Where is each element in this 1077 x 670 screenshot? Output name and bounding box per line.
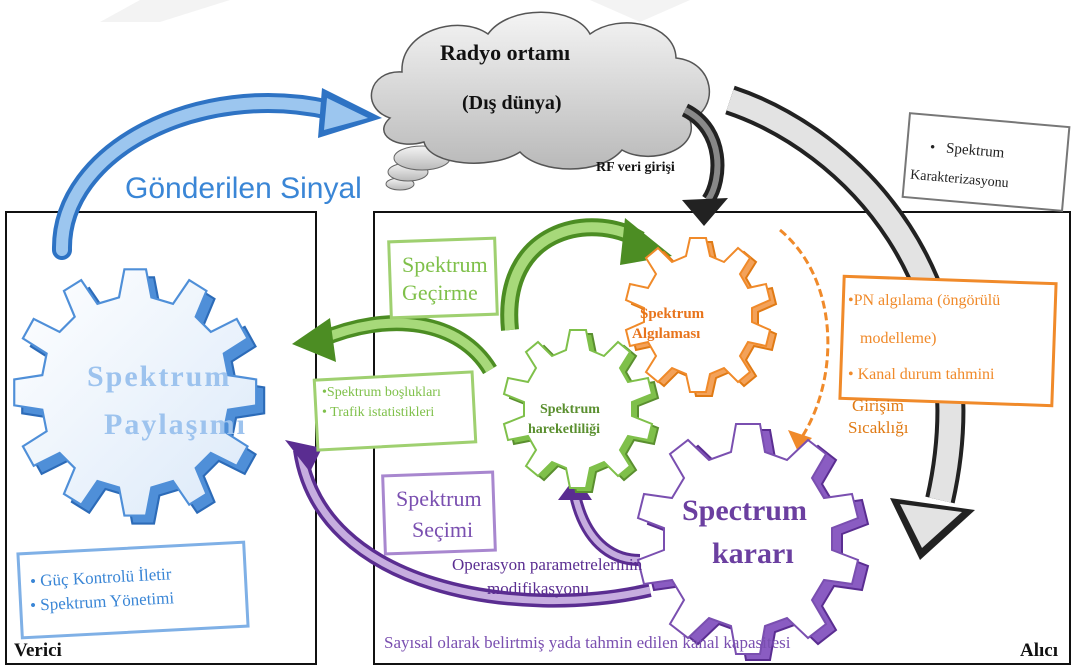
mobility-gear-line2: hareketliliği bbox=[528, 422, 601, 437]
holes-box-line1: •Spektrum boşlukları bbox=[322, 385, 441, 400]
interference-line2: Sıcaklığı bbox=[848, 418, 909, 437]
transmitted-signal-label: Gönderilen Sinyal bbox=[125, 172, 362, 205]
watermark-shapes bbox=[100, 0, 690, 22]
sensing-to-decision-arrowhead bbox=[788, 430, 812, 452]
transmitter-box bbox=[16, 540, 250, 640]
cloud-subtitle: (Dış dünya) bbox=[462, 92, 562, 114]
rf-input-arrow bbox=[681, 103, 728, 226]
pn-box-line3: • Kanal durum tahmini bbox=[848, 366, 995, 383]
spectrum-selection-box bbox=[381, 470, 497, 556]
rf-input-label: RF veri girişi bbox=[596, 160, 675, 175]
capacity-arrow bbox=[285, 440, 652, 608]
decision-gear-line2: kararı bbox=[712, 537, 794, 570]
spectrum-passing-line2: Geçirme bbox=[402, 280, 478, 305]
spectrum-passing-line1: Spektrum bbox=[402, 252, 488, 277]
mobility-gear-line1: Spektrum bbox=[540, 402, 600, 417]
spectrum-decision-gear bbox=[636, 423, 870, 661]
spectrum-passing-box bbox=[387, 236, 499, 320]
sensing-gear-line2: Algılaması bbox=[632, 326, 701, 342]
spectrum-sensing-gear bbox=[624, 237, 778, 397]
spectrum-sharing-gear bbox=[13, 268, 266, 525]
selection-box-line2: Seçimi bbox=[412, 517, 474, 542]
pn-sensing-box bbox=[838, 274, 1058, 408]
operation-line2: modifikasyonu bbox=[487, 579, 589, 598]
selection-box-line1: Spektrum bbox=[396, 486, 482, 511]
radio-environment-cloud bbox=[370, 11, 711, 191]
characterization-box bbox=[901, 112, 1071, 212]
holes-box-line2: • Trafik istatistikleri bbox=[322, 405, 435, 420]
sensing-gear-line1: Spektrum bbox=[640, 306, 705, 322]
spectrum-mobility-gear bbox=[502, 329, 660, 493]
capacity-label: Sayısal olarak belirtmiş yada tahmin edi… bbox=[384, 633, 791, 652]
characterization-bullet: • bbox=[930, 140, 936, 156]
receiver-label: Alıcı bbox=[1020, 640, 1058, 661]
operation-line1: Operasyon parametrelerinin bbox=[452, 555, 643, 574]
transmitter-label: Verici bbox=[14, 640, 62, 661]
sharing-gear-line2: Paylaşımı bbox=[104, 408, 247, 441]
sensing-to-decision-curve bbox=[779, 228, 830, 441]
cloud-title: Radyo ortamı bbox=[440, 40, 571, 65]
decision-gear-line1: Spectrum bbox=[682, 494, 807, 527]
mobility-to-sharing-arrow bbox=[292, 315, 497, 375]
pn-box-line1: •PN algılama (öngörülü bbox=[848, 292, 1001, 309]
transmitted-signal-arrow bbox=[51, 88, 382, 260]
sharing-gear-line1: Spektrum bbox=[87, 360, 232, 393]
spectrum-holes-box bbox=[312, 370, 478, 452]
pn-box-line2: modelleme) bbox=[860, 330, 937, 347]
interference-line1: Girişim bbox=[852, 396, 904, 415]
characterization-arrow bbox=[725, 85, 975, 560]
